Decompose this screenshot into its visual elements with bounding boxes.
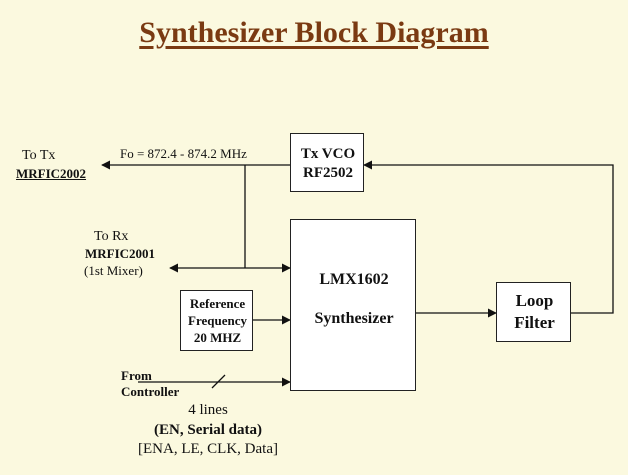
loop-filter-block: Loop Filter [496, 282, 571, 342]
reference-line3: 20 MHZ [193, 330, 242, 345]
to-rx-part: MRFIC2001 [85, 246, 156, 261]
synthesizer-block: LMX1602 Synthesizer [290, 219, 416, 391]
to-rx-label: To Rx [94, 229, 129, 244]
page-title: Synthesizer Block Diagram [139, 16, 489, 49]
bus-lines-count: 4 lines [188, 402, 228, 418]
synthesizer-part: LMX1602 [319, 271, 389, 288]
reference-line2: Frequency [188, 313, 247, 328]
to-rx-note: (1st Mixer) [84, 263, 143, 278]
fo-frequency-label: Fo = 872.4 - 874.2 MHz [120, 146, 247, 161]
to-tx-label: To Tx [22, 148, 56, 163]
bus-lines-signals: [ENA, LE, CLK, Data] [138, 441, 278, 457]
filter-feedback-wire [363, 160, 614, 314]
controller-label-from: From [121, 368, 152, 383]
tx-vco-part: RF2502 [303, 165, 353, 181]
bus-slash-mark [211, 374, 226, 389]
bus-lines-desc: (EN, Serial data) [154, 422, 262, 438]
reference-line1: Reference [189, 296, 246, 311]
loop-filter-line1: Loop [515, 291, 554, 310]
loop-filter-line2: Filter [514, 313, 555, 332]
synthesizer-name: Synthesizer [314, 310, 394, 327]
tx-vco-name: Tx VCO [300, 146, 356, 162]
reference-block: Reference Frequency 20 MHZ [180, 290, 253, 351]
controller-label-name: Controller [121, 384, 180, 399]
to-tx-part: MRFIC2002 [16, 166, 87, 181]
tx-vco-block: Tx VCO RF2502 [290, 133, 364, 192]
